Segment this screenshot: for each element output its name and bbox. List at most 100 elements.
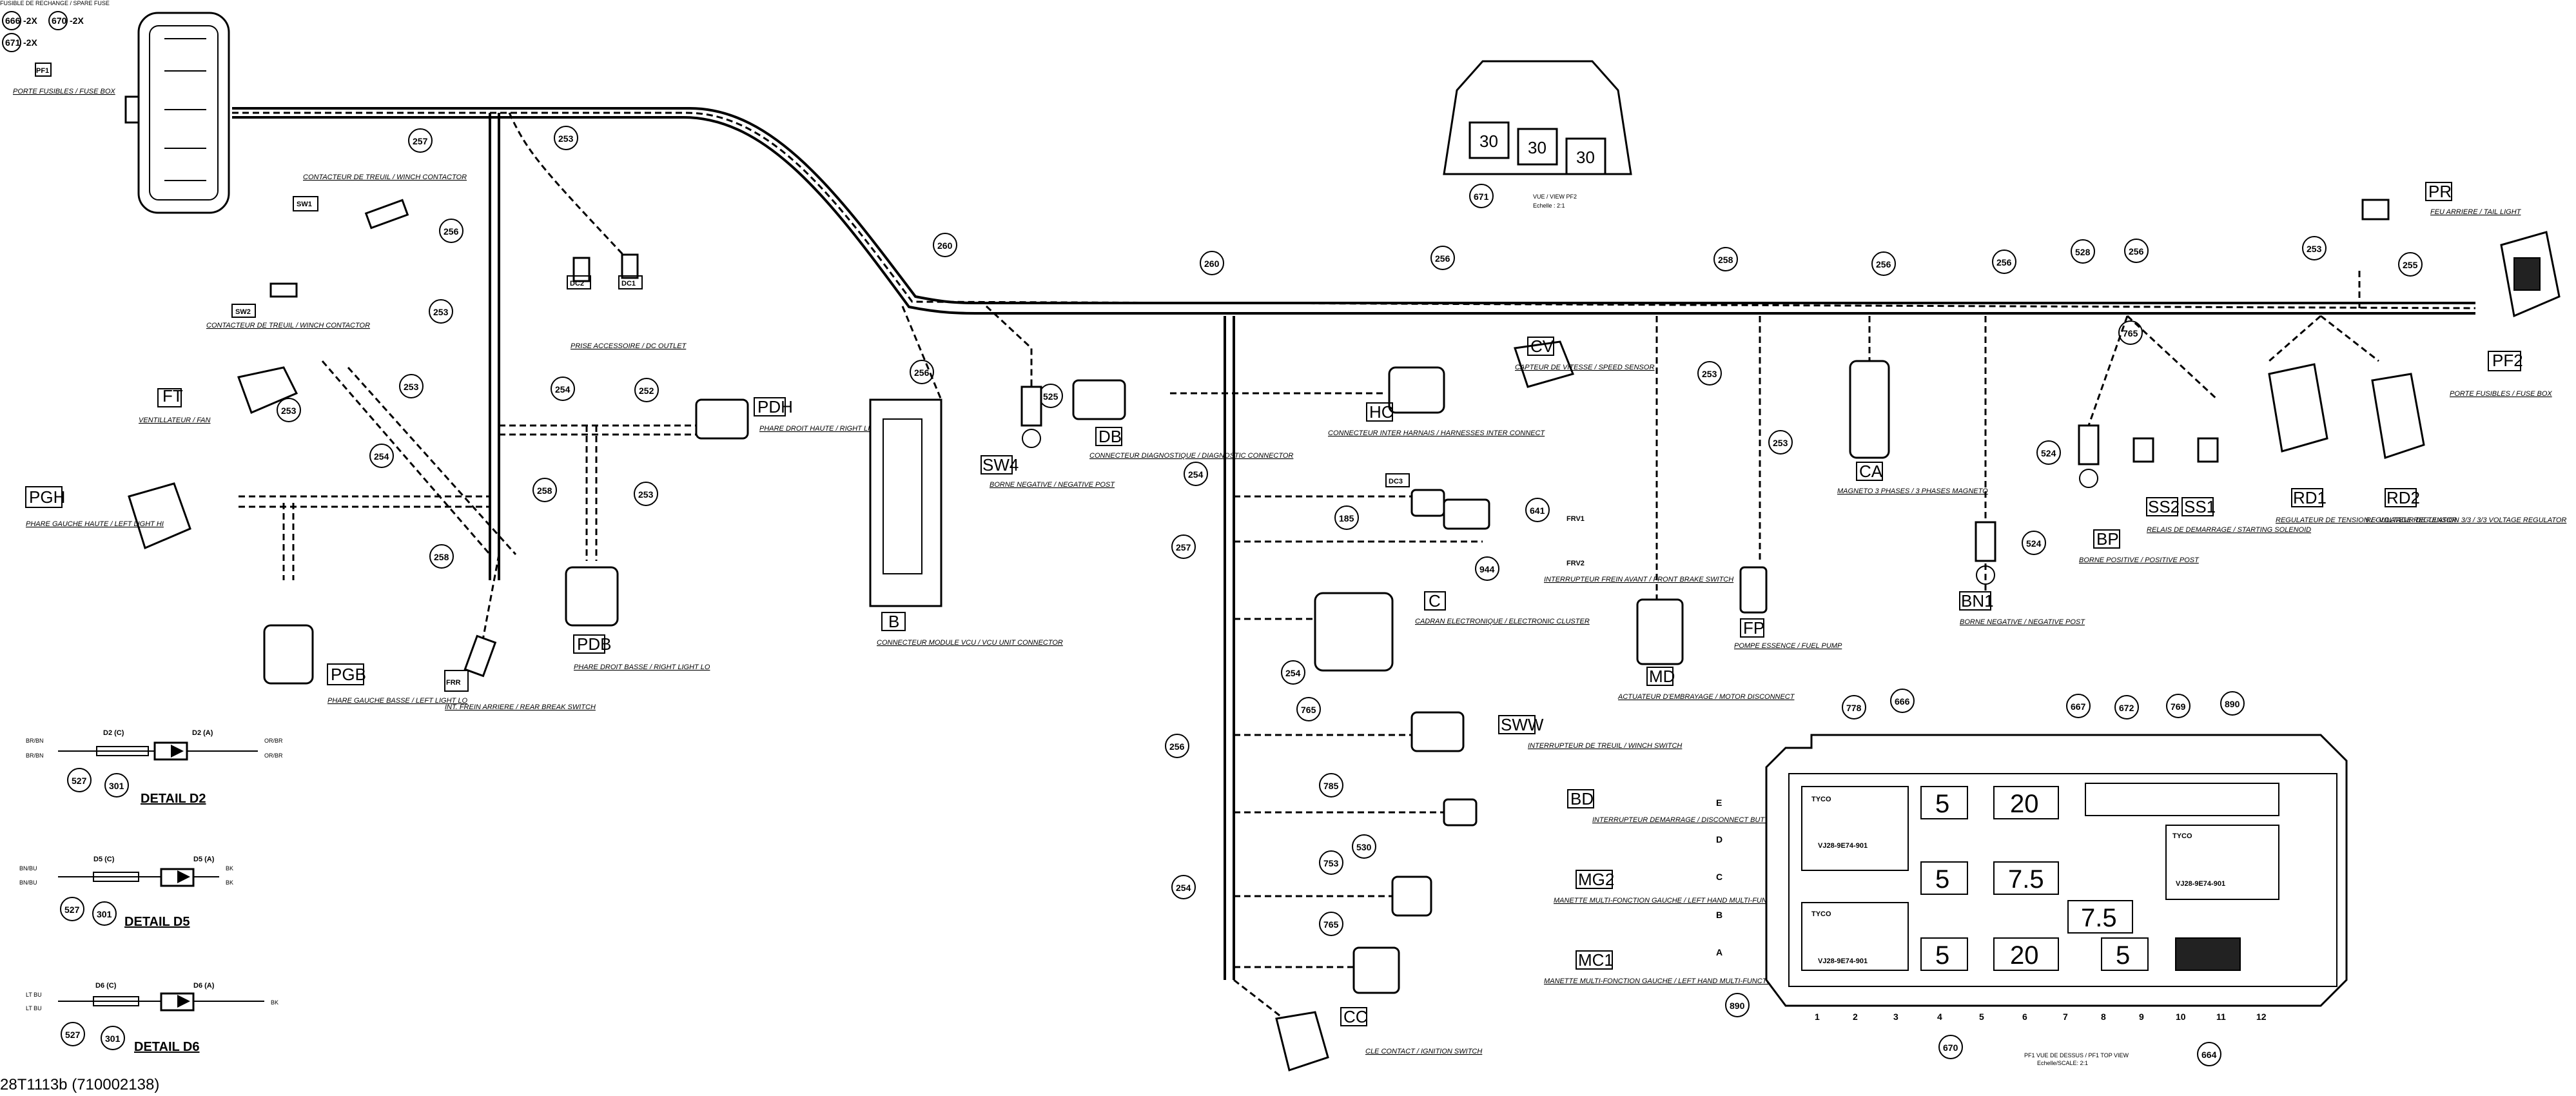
svg-text:D5 (A): D5 (A): [193, 856, 215, 863]
callout-254c: 254: [1184, 462, 1208, 486]
pf2-connector: PF2 PORTE FUSIBLES / FUSE BOX: [2450, 231, 2561, 398]
svg-text:BK: BK: [226, 879, 233, 886]
svg-text:254: 254: [1285, 668, 1301, 678]
svg-text:E: E: [1716, 798, 1722, 808]
code-bd: BD: [1570, 789, 1594, 808]
trunk-bottom: [232, 116, 2475, 315]
qty-label: -2X: [23, 15, 37, 26]
svg-text:D2 (A): D2 (A): [192, 729, 213, 737]
detail-d6: D6 (C) D6 (A) LT BU LT BU BK 527 301 DET…: [26, 982, 278, 1054]
svg-text:258: 258: [537, 485, 552, 496]
svg-text:670: 670: [1943, 1042, 1958, 1053]
svg-text:778: 778: [1846, 703, 1862, 713]
svg-text:BR/BN: BR/BN: [26, 752, 44, 759]
callout-252: 252: [634, 378, 659, 402]
callout-253g: 253: [1697, 361, 1722, 386]
label-pf1: PORTE FUSIBLES / FUSE BOX: [13, 88, 115, 95]
code-mc1: MC1: [1578, 950, 1614, 970]
diag-wire-2: [347, 366, 517, 556]
callout-256a: 256: [439, 219, 463, 243]
label-b: CONNECTEUR MODULE VCU / VCU UNIT CONNECT…: [877, 639, 1063, 647]
svg-text:253: 253: [433, 307, 449, 317]
code-hc: HC: [1369, 402, 1394, 422]
code-pf2: PF2: [2492, 351, 2523, 370]
svg-text:525: 525: [1043, 391, 1059, 402]
trunk-center: [232, 112, 2476, 309]
svg-text:B: B: [1716, 910, 1722, 920]
svg-text:BR/BN: BR/BN: [26, 738, 44, 744]
pf2-fuse-3: 30: [1576, 148, 1595, 167]
callout-670: 670: [52, 15, 67, 26]
svg-text:785: 785: [1323, 781, 1339, 791]
label-dc1: PRISE ACCESSOIRE / DC OUTLET: [571, 342, 687, 350]
callout-253h: 253: [1768, 430, 1793, 455]
label-mc1: MANETTE MULTI-FONCTION GAUCHE / LEFT HAN…: [1544, 977, 1810, 985]
label-ft: VENTILLATEUR / FAN: [139, 416, 211, 424]
svg-text:BK: BK: [226, 865, 233, 872]
fuse-box-inner: [149, 25, 219, 201]
spare-fuse-title: FUSIBLE DE RECHANGE / SPARE FUSE: [0, 0, 110, 6]
callout-253d: 253: [277, 398, 301, 422]
callout-528: 528: [2071, 239, 2095, 264]
svg-text:A: A: [1716, 947, 1722, 957]
callout-753: 753: [1319, 850, 1343, 875]
svg-text:254: 254: [555, 384, 571, 395]
callout-circle: [2, 33, 21, 52]
code-sw2: SW2: [235, 308, 251, 316]
svg-text:20: 20: [2010, 790, 2039, 818]
callout-258c: 258: [1713, 247, 1738, 271]
label-rd1: REGULATEUR DE TENSION / - VOLTAGE REGULA…: [2276, 516, 2457, 524]
svg-text:TYCO: TYCO: [1811, 796, 1831, 803]
svg-text:253: 253: [1773, 438, 1788, 448]
callout-253b: 253: [429, 299, 453, 324]
svg-text:256: 256: [1435, 253, 1450, 264]
svg-text:11: 11: [2216, 1012, 2226, 1022]
svg-text:253: 253: [558, 133, 574, 144]
callout-253c: 253: [399, 374, 424, 398]
trunk-top: [232, 107, 2475, 304]
label-bp: BORNE POSITIVE / POSITIVE POST: [2079, 556, 2200, 564]
callout-530: 530: [1352, 834, 1376, 859]
callout-258b: 258: [429, 544, 454, 569]
detail-d2: D2 (C) D2 (A) BR/BN BR/BN OR/BR OR/BR 52…: [26, 729, 283, 806]
svg-text:1: 1: [1815, 1012, 1820, 1022]
svg-text:530: 530: [1356, 842, 1372, 852]
rd2-drop: [2320, 315, 2379, 362]
svg-text:5: 5: [2116, 941, 2130, 970]
vcu-branch: [901, 306, 942, 400]
pf2-fuse-2: 30: [1528, 138, 1547, 157]
label-db: CONNECTEUR DIAGNOSTIQUE / DIAGNOSTIC CON…: [1089, 452, 1293, 460]
detail-d5-title: DETAIL D5: [124, 915, 190, 929]
drawing-number: 28T1113b (710002138): [0, 1076, 159, 1093]
svg-text:527: 527: [64, 905, 80, 915]
svg-text:666: 666: [1895, 696, 1910, 707]
svg-text:185: 185: [1339, 513, 1354, 524]
code-pgh: PGH: [29, 487, 65, 507]
svg-text:753: 753: [1323, 858, 1339, 868]
callout-525: 525: [1039, 384, 1063, 408]
svg-text:765: 765: [1323, 919, 1339, 930]
diag-wire: [321, 360, 491, 555]
svg-text:944: 944: [1479, 564, 1495, 574]
pf2-view: 30 30 30 671 VUE / VIEW PF2 Echelle : 2:…: [1443, 60, 1632, 209]
detail-d5: D5 (C) D5 (A) BN/BU BN/BU BK BK 527 301 …: [19, 856, 233, 929]
svg-text:C: C: [1716, 872, 1722, 882]
svg-text:D: D: [1716, 834, 1722, 845]
svg-text:257: 257: [413, 136, 428, 146]
pf1-top-view: E D C B A 1 2 3 4 5 6 7 8 9 10 11 12 TYC…: [1716, 689, 2348, 1066]
callout-254a: 254: [369, 444, 394, 468]
svg-text:OR/BR: OR/BR: [264, 738, 283, 744]
svg-text:890: 890: [2225, 699, 2240, 709]
svg-text:301: 301: [97, 909, 112, 919]
callout-circle: [2, 11, 21, 30]
svg-text:VJ28-9E74-901: VJ28-9E74-901: [2176, 880, 2225, 888]
label-ss: RELAIS DE DEMARRAGE / STARTING SOLENOID: [2147, 526, 2311, 534]
label-cc: CLE CONTACT / IGNITION SWITCH: [1365, 1048, 1482, 1055]
callout-666: 666: [5, 15, 21, 26]
callout-256f: 256: [2124, 239, 2149, 263]
svg-text:301: 301: [105, 1033, 121, 1044]
code-dc1: DC1: [621, 280, 636, 288]
svg-text:LT BU: LT BU: [26, 992, 42, 998]
svg-text:5: 5: [1935, 941, 1949, 970]
